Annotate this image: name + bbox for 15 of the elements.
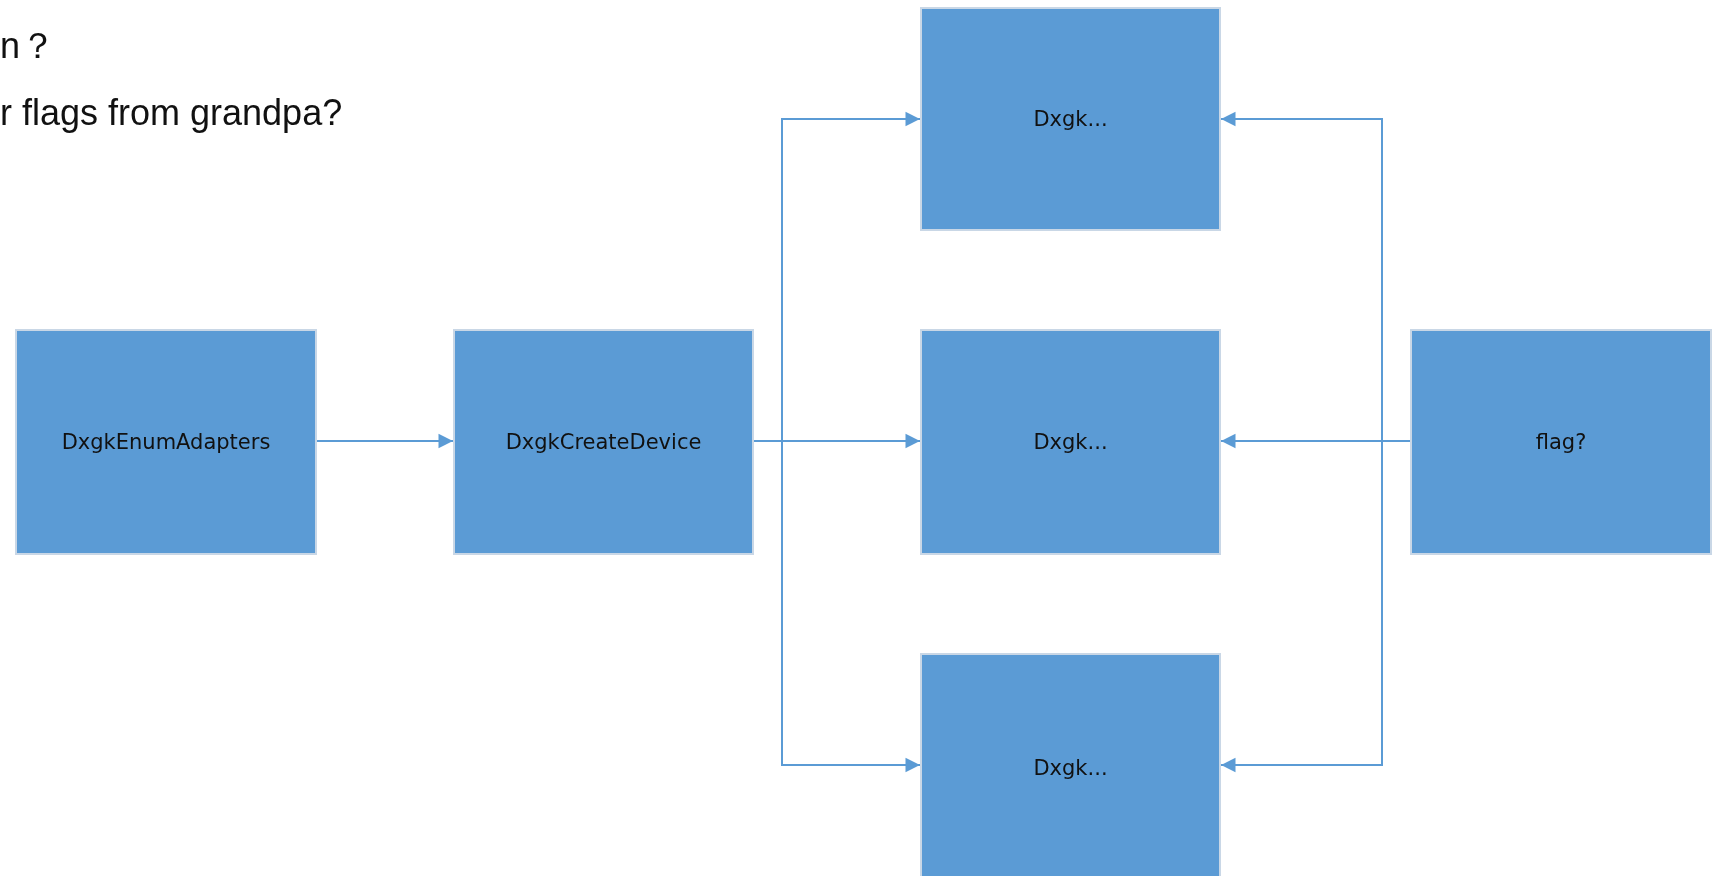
process-box (920, 7, 1221, 231)
arrow (316, 433, 454, 449)
process-box (1410, 329, 1712, 555)
process-box (453, 329, 754, 555)
box-label: flag? (1535, 430, 1587, 454)
process-box (920, 653, 1221, 876)
process-box (15, 329, 317, 555)
process-box (920, 329, 1221, 555)
note-text: r flags from grandpa? (0, 92, 343, 134)
box-label: DxgkCreateDevice (505, 430, 702, 454)
box-label: DxgkEnumAdapters (61, 430, 271, 454)
box-label: Dxgk... (1033, 430, 1108, 454)
box-label: Dxgk... (1033, 107, 1108, 131)
box-label: Dxgk... (1033, 756, 1108, 780)
note-text: n？ (0, 24, 57, 68)
